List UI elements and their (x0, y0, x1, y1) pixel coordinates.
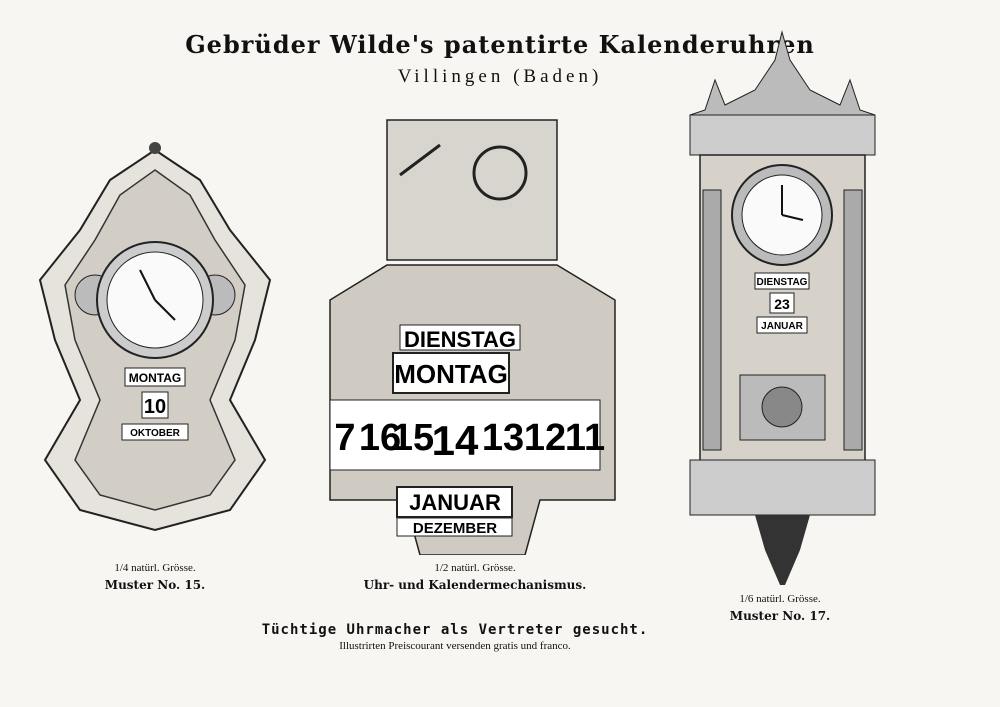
clock-17-scale: 1/6 natürl. Grösse. (739, 593, 821, 605)
clock-17-month: JANUAR (761, 321, 803, 332)
mechanism-date: 15 (392, 417, 434, 459)
page-title: Gebrüder Wilde's patentirte Kalenderuhre… (185, 30, 815, 59)
clock-15-hands (139, 269, 176, 321)
mechanism-scale: 1/2 natürl. Grösse. (434, 562, 516, 574)
mechanism-month-prev: DEZEMBER (413, 520, 497, 537)
mechanism-day-prev: DIENSTAG (404, 327, 516, 352)
clock-17-illustration: DIENSTAG 23 JANUAR (689, 30, 876, 585)
page-subtitle: Villingen (Baden) (397, 66, 603, 87)
catalog-note: Illustrirten Preiscourant versenden grat… (339, 640, 571, 652)
mechanism-month: JANUAR (409, 490, 501, 515)
mechanism-day: MONTAG (394, 359, 508, 389)
clock-15-illustration: MONTAG 10 OKTOBER (38, 142, 272, 532)
clock-15-date: 10 (144, 396, 166, 418)
mechanism-date: 16 (359, 417, 401, 459)
mechanism-date: 7 (334, 417, 355, 459)
mechanism-date: 12 (524, 417, 566, 459)
clock-17-date: 23 (774, 296, 790, 312)
clock-15-scale: 1/4 natürl. Grösse. (114, 562, 196, 574)
mechanism-model: Uhr- und Kalendermechanismus. (363, 578, 587, 592)
clock-17-day: DIENSTAG (757, 277, 808, 288)
mechanism-date-current: 14 (432, 417, 479, 464)
mechanism-date: 13 (482, 417, 524, 459)
clock-15-month: OKTOBER (130, 428, 181, 439)
clock-15-model: Muster No. 15. (104, 578, 206, 592)
slogan: Tüchtige Uhrmacher als Vertreter gesucht… (261, 622, 649, 638)
clock-15-day: MONTAG (129, 371, 181, 385)
mechanism-illustration: DIENSTAG MONTAG 7 16 15 14 13 12 11 JANU… (329, 119, 616, 555)
clock-17-model: Muster No. 17. (729, 609, 831, 623)
mechanism-date: 11 (565, 417, 605, 459)
